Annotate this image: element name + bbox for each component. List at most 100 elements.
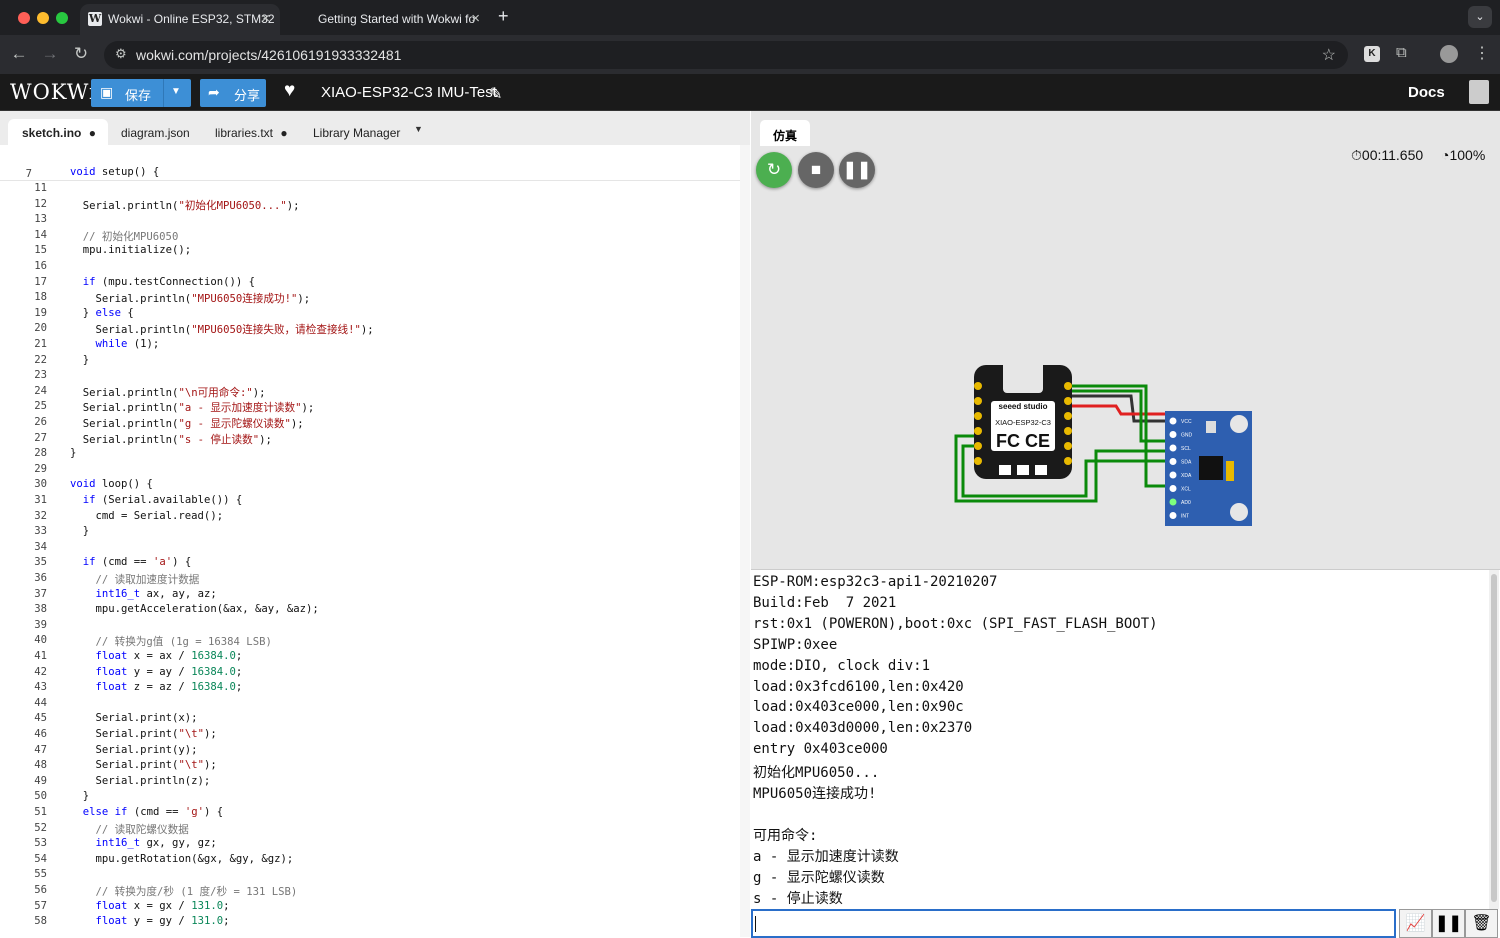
chart-line-icon: 📈: [1405, 915, 1426, 932]
code-line: void loop() {: [70, 478, 153, 491]
like-heart-icon[interactable]: ♥: [284, 80, 296, 101]
tab-simulation[interactable]: 仿真: [760, 120, 810, 146]
tab-library-manager[interactable]: Library Manager: [299, 119, 414, 145]
line-number: 29: [34, 462, 47, 475]
code-line: // 读取加速度计数据: [70, 574, 200, 586]
extensions-puzzle-icon[interactable]: ⧉: [1396, 44, 1407, 61]
line-number: 52: [34, 821, 47, 834]
imu-pin-label: AD0: [1181, 500, 1191, 506]
circuit-diagram[interactable]: seeed studio XIAO-ESP32-C3 FC CE VCCGNDS…: [941, 341, 1261, 541]
extension-k-icon[interactable]: K: [1364, 46, 1380, 62]
minimize-window-icon[interactable]: [37, 12, 49, 24]
wire-vcc: [1061, 404, 1166, 416]
tab-strip: W Wokwi - Online ESP32, STM32 × Getting …: [0, 0, 1500, 35]
line-number: 45: [34, 712, 47, 725]
line-number: 56: [34, 884, 47, 896]
line-number: 13: [34, 213, 47, 226]
back-icon[interactable]: ←: [10, 44, 28, 63]
serial-scrollbar[interactable]: [1489, 570, 1499, 909]
code-line: // 转换为g值 (1g = 16384 LSB): [70, 636, 272, 649]
pause-serial-button[interactable]: ❚❚: [1432, 909, 1465, 938]
imu-pin-label: INT: [1181, 514, 1189, 520]
line-number: 54: [34, 852, 47, 865]
close-tab-icon[interactable]: ×: [471, 10, 480, 27]
serial-line: 可用命令:: [753, 827, 818, 844]
castellated-pins: [974, 382, 1072, 465]
tab-diagram-json[interactable]: diagram.json: [107, 119, 204, 145]
reload-icon[interactable]: ↻: [73, 44, 89, 63]
project-title[interactable]: XIAO-ESP32-C3 IMU-Test: [321, 84, 497, 101]
code-line: }: [70, 790, 90, 803]
docs-link[interactable]: Docs: [1408, 84, 1445, 101]
share-button[interactable]: ➦ 分享: [200, 79, 266, 107]
tab-libraries-txt[interactable]: libraries.txt ●: [201, 119, 302, 145]
save-button[interactable]: ▣ 保存 ▼: [91, 79, 191, 107]
code-line: float x = gx / 131.0;: [95, 899, 230, 912]
line-number: 31: [34, 494, 47, 506]
serial-line: 初始化MPU6050...: [753, 765, 880, 782]
xiao-esp32-c3-board: seeed studio XIAO-ESP32-C3 FC CE: [974, 353, 1072, 479]
stop-simulation-button[interactable]: ■: [798, 152, 834, 188]
modified-dot-icon: ●: [280, 126, 288, 140]
tab-sketch-ino[interactable]: sketch.ino ●: [8, 119, 108, 145]
url-text: wokwi.com/projects/426106191933332481: [136, 47, 402, 63]
site-info-icon[interactable]: ⚙: [115, 46, 127, 61]
save-dropdown-caret-icon[interactable]: ▼: [171, 86, 181, 97]
imu-pin: [1169, 485, 1177, 492]
code-line: int16_t gx, gy, gz;: [95, 837, 217, 850]
code-line: void setup() {: [70, 166, 160, 178]
pad: [1017, 465, 1029, 475]
editor-scrollbar[interactable]: [740, 145, 750, 937]
line-number: 32: [34, 509, 47, 522]
close-tab-icon[interactable]: ×: [261, 10, 270, 27]
code-line: Serial.println("a - 显示加速度计读数");: [70, 402, 315, 415]
line-number: 24: [34, 384, 47, 397]
serial-input[interactable]: [751, 909, 1396, 938]
simulation-panel: 仿真 ↻ ■ ❚❚ ⏱00:11.650 ◔100% seeed studio …: [751, 111, 1500, 569]
restart-simulation-button[interactable]: ↻: [756, 152, 792, 188]
browser-menu-icon[interactable]: ⋮: [1474, 45, 1490, 62]
browser-tab-getting-started[interactable]: Getting Started with Wokwi fo ×: [290, 4, 490, 35]
tabs-dropdown-icon[interactable]: ▼: [414, 124, 423, 134]
code-line: float y = ay / 16384.0;: [95, 665, 243, 678]
line-number: 17: [34, 275, 47, 288]
wokwi-favicon-icon: W: [88, 12, 102, 26]
code-line: Serial.print(x);: [70, 712, 198, 725]
browser-tab-wokwi[interactable]: W Wokwi - Online ESP32, STM32 ×: [80, 4, 280, 35]
line-number: 44: [34, 696, 47, 709]
forward-icon[interactable]: →: [41, 44, 59, 63]
serial-line: g - 显示陀螺仪读数: [753, 869, 885, 886]
floppy-disk-icon: ▣: [100, 84, 114, 100]
address-bar[interactable]: ⚙ wokwi.com/projects/426106191933332481 …: [104, 41, 1348, 69]
wire-scl: [1061, 389, 1166, 443]
user-avatar[interactable]: [1469, 80, 1489, 104]
serial-line: Build:Feb 7 2021: [753, 594, 897, 611]
maximize-window-icon[interactable]: [56, 12, 68, 24]
new-tab-button[interactable]: +: [498, 6, 509, 26]
line-number: 30: [34, 478, 47, 491]
clear-serial-button[interactable]: 🗑: [1465, 909, 1498, 938]
board-model: XIAO-ESP32-C3: [995, 418, 1051, 427]
code-line: // 初始化MPU6050: [70, 230, 179, 243]
line-number: 53: [34, 837, 47, 850]
edit-pencil-icon[interactable]: ✎: [489, 86, 503, 103]
line-number: 7: [25, 168, 32, 180]
line-number: 46: [34, 728, 47, 740]
pause-simulation-button[interactable]: ❚❚: [839, 152, 875, 188]
code-line: mpu.getAcceleration(&ax, &ay, &az);: [70, 603, 319, 616]
code-line: int16_t ax, ay, az;: [95, 587, 217, 600]
imu-pin: [1169, 444, 1177, 452]
sticky-scroll-header[interactable]: 7 void setup() {: [0, 166, 740, 181]
bookmark-star-icon[interactable]: ☆: [1321, 47, 1336, 64]
imu-pin: [1169, 417, 1177, 425]
close-window-icon[interactable]: [18, 12, 30, 24]
tab-label: Getting Started with Wokwi fo: [318, 12, 476, 26]
share-label: 分享: [234, 88, 261, 103]
plotter-button[interactable]: 📈: [1399, 909, 1432, 938]
tab-search-icon[interactable]: ⌄: [1468, 6, 1492, 28]
speedometer-icon: ◔: [1441, 147, 1450, 163]
serial-line: entry 0x403ce000: [753, 741, 888, 758]
wokwi-logo[interactable]: WOKWi: [10, 80, 97, 104]
profile-avatar[interactable]: [1440, 45, 1458, 63]
